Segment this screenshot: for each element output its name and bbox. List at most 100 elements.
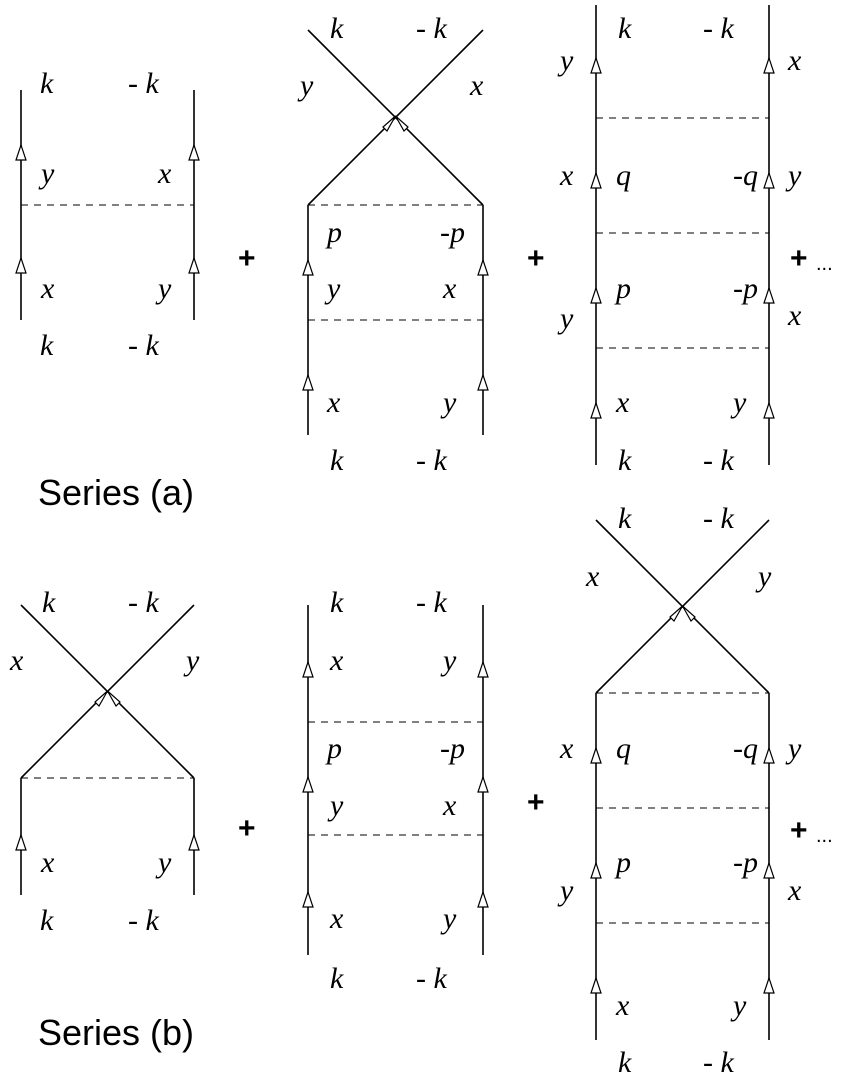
label-q: q [616, 159, 631, 192]
label-y: y [785, 159, 802, 192]
arrow-icon [590, 286, 602, 304]
label-minus-k-bottom: - k [416, 444, 447, 477]
label-y: y [440, 386, 457, 419]
caption-series-a: Series (a) [38, 472, 194, 513]
label-minus-k-bottom: - k [703, 444, 734, 477]
label-y: y [155, 846, 172, 879]
label-k-top: k [330, 12, 344, 45]
ellipsis: ... [816, 825, 833, 847]
vertex-arrow-icon [681, 605, 696, 622]
label-x: x [329, 902, 344, 935]
label-x: x [787, 874, 802, 907]
label-y: y [730, 989, 747, 1022]
vertex-arrow-icon [94, 690, 109, 707]
plus-sign: + [527, 786, 545, 819]
arrow-icon [15, 833, 27, 851]
vertex-arrow-icon [669, 605, 684, 622]
arrow-icon [763, 286, 775, 304]
arrow-icon [302, 775, 314, 793]
label-k-bottom: k [40, 329, 54, 362]
label-minus-p: -p [733, 272, 758, 305]
label-minus-p: -p [440, 732, 465, 765]
label-k-top: k [42, 586, 56, 619]
series-b-diagram-3: k - k x y x q -q y p -p y x x y k - k [557, 502, 802, 1079]
arrow-icon [188, 256, 200, 274]
arrow-icon [590, 401, 602, 419]
arrow-icon [477, 660, 489, 678]
label-minus-k-bottom: - k [128, 329, 159, 362]
arrow-icon [15, 143, 27, 161]
label-y: y [38, 157, 55, 190]
arrow-icon [188, 143, 200, 161]
label-x: x [559, 159, 574, 192]
label-x: x [157, 157, 172, 190]
label-k-top: k [330, 586, 344, 619]
label-minus-k-top: - k [128, 586, 159, 619]
label-k-top: k [618, 502, 632, 535]
arrow-icon [477, 373, 489, 391]
label-y: y [557, 44, 574, 77]
label-x: x [329, 644, 344, 677]
label-x: x [615, 386, 630, 419]
label-y: y [440, 644, 457, 677]
label-x: x [40, 846, 55, 879]
label-k-bottom: k [618, 444, 632, 477]
label-x: x [442, 789, 457, 822]
label-minus-p: -p [733, 846, 758, 879]
series-a-diagram-2: k - k y x p -p y x x y k - k [297, 12, 489, 477]
caption-series-b: Series (b) [38, 1012, 194, 1053]
label-x: x [615, 989, 630, 1022]
arrow-icon [188, 833, 200, 851]
arrow-icon [302, 890, 314, 908]
plus-sign: + [790, 242, 808, 275]
label-y: y [557, 302, 574, 335]
label-k-bottom: k [330, 962, 344, 995]
label-y: y [755, 560, 772, 593]
label-y: y [155, 272, 172, 305]
label-y: y [324, 272, 341, 305]
arrow-icon [763, 171, 775, 189]
label-y: y [297, 69, 314, 102]
label-minus-k-top: - k [703, 502, 734, 535]
label-y: y [327, 789, 344, 822]
arrow-icon [590, 56, 602, 74]
arrow-icon [15, 256, 27, 274]
label-y: y [440, 902, 457, 935]
label-x: x [559, 732, 574, 765]
label-x: x [469, 69, 484, 102]
label-k-bottom: k [330, 444, 344, 477]
arrow-icon [302, 258, 314, 276]
label-p: p [614, 272, 631, 305]
label-minus-k-top: - k [416, 12, 447, 45]
series-a-diagram-3: k - k y x x q -q y p -p y x x y k - k [557, 5, 802, 477]
arrow-icon [302, 373, 314, 391]
label-x: x [585, 560, 600, 593]
label-p: p [614, 846, 631, 879]
arrow-icon [590, 976, 602, 994]
arrow-icon [763, 861, 775, 879]
label-minus-q: -q [733, 732, 758, 765]
arrow-icon [477, 258, 489, 276]
label-minus-k-top: - k [703, 12, 734, 45]
label-x: x [787, 44, 802, 77]
label-minus-k-top: - k [416, 586, 447, 619]
arrow-icon [763, 401, 775, 419]
vertex-arrow-icon [106, 690, 121, 707]
label-x: x [40, 272, 55, 305]
label-k-top: k [40, 67, 54, 100]
arrow-icon [590, 861, 602, 879]
label-q: q [616, 732, 631, 765]
vertex-arrow-icon [394, 115, 409, 132]
series-a-diagram-1: k - k y x x y k - k [15, 67, 200, 362]
arrow-icon [477, 775, 489, 793]
plus-sign: + [790, 814, 808, 847]
label-k-bottom: k [40, 904, 54, 937]
vertex-arrow-icon [382, 115, 397, 132]
label-k-bottom: k [618, 1046, 632, 1079]
label-minus-p: -p [440, 216, 465, 249]
label-y: y [183, 644, 200, 677]
arrow-icon [763, 56, 775, 74]
label-minus-k-bottom: - k [703, 1046, 734, 1079]
arrow-icon [590, 746, 602, 764]
